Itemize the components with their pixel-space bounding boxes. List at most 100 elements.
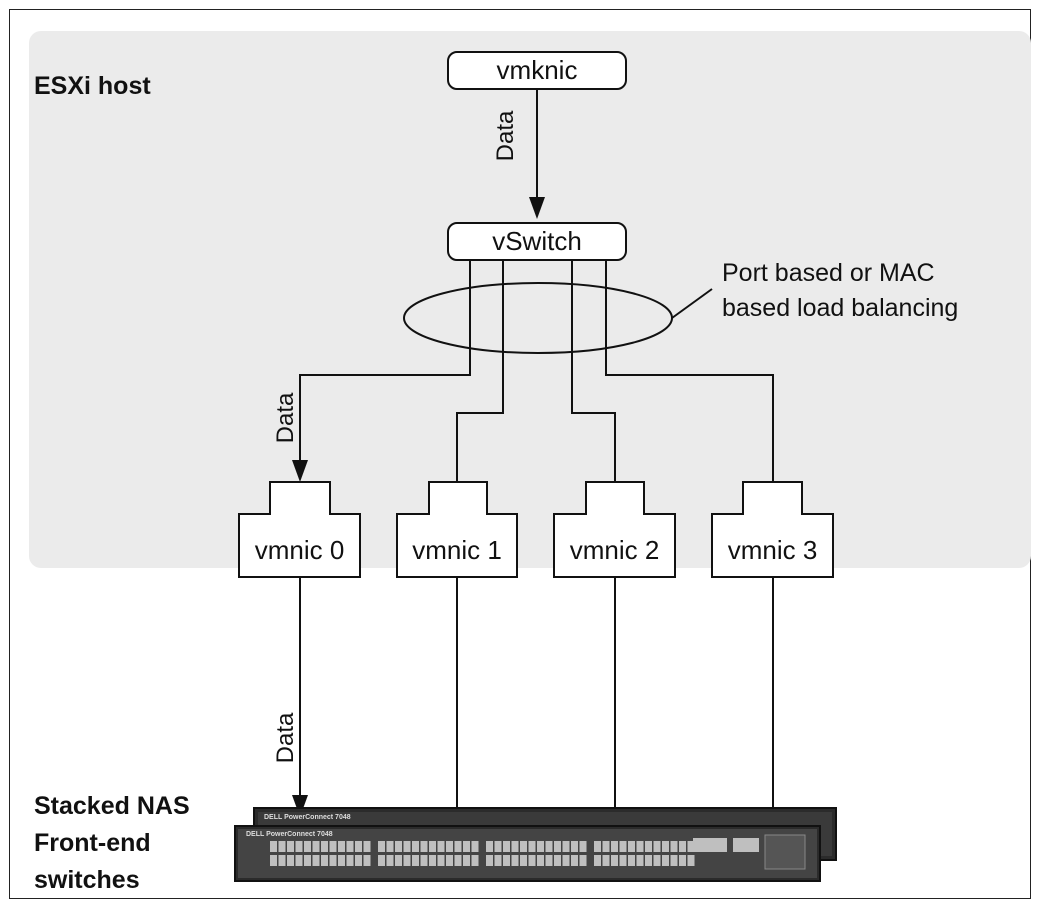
switch-arrowhead bbox=[292, 795, 308, 817]
switch-port bbox=[355, 841, 362, 852]
vmnic-2-adapter bbox=[553, 481, 676, 578]
switch-port bbox=[579, 841, 587, 852]
switch-port bbox=[395, 855, 402, 866]
switch-port bbox=[503, 841, 510, 852]
switch-port bbox=[511, 855, 519, 866]
switch-port bbox=[520, 855, 527, 866]
switch-port bbox=[346, 855, 354, 866]
switch-port bbox=[571, 855, 578, 866]
load-balancing-note-line1: Port based or MAC bbox=[722, 259, 935, 287]
switch-port bbox=[554, 841, 561, 852]
switches-label-line1: Stacked NAS bbox=[34, 792, 190, 820]
switch-port bbox=[602, 855, 610, 866]
switch-port bbox=[355, 855, 362, 866]
esxi-host-label: ESXi host bbox=[34, 72, 151, 100]
switch-port bbox=[579, 855, 587, 866]
switch-port bbox=[378, 841, 385, 852]
switch-port bbox=[653, 841, 661, 852]
switch-port bbox=[295, 841, 303, 852]
switch-port bbox=[295, 855, 303, 866]
data-label-vmknic: Data bbox=[492, 110, 519, 162]
switch-port bbox=[270, 841, 277, 852]
switch-port bbox=[554, 855, 561, 866]
switch-port bbox=[562, 841, 570, 852]
switch-port bbox=[420, 841, 428, 852]
switch-port bbox=[562, 855, 570, 866]
switch-port bbox=[403, 855, 411, 866]
vmknic-node: vmknic bbox=[447, 51, 627, 90]
switch-port bbox=[662, 841, 669, 852]
switch-port bbox=[420, 855, 428, 866]
switch-port bbox=[486, 855, 493, 866]
switch-port bbox=[511, 841, 519, 852]
data-label-vmnic0: Data bbox=[272, 392, 299, 444]
switch-port bbox=[270, 855, 277, 866]
switch-port bbox=[653, 855, 661, 866]
switch-port bbox=[619, 855, 627, 866]
switch-port bbox=[503, 855, 510, 866]
switch-port bbox=[403, 841, 411, 852]
switch-port bbox=[429, 841, 436, 852]
switch-port bbox=[287, 855, 294, 866]
switch-port bbox=[494, 841, 502, 852]
vswitch-node: vSwitch bbox=[447, 222, 627, 261]
switch-port bbox=[312, 855, 320, 866]
switch-port bbox=[594, 855, 601, 866]
switch-port bbox=[537, 855, 544, 866]
switch-port bbox=[571, 841, 578, 852]
switch-port bbox=[287, 841, 294, 852]
switch-port bbox=[611, 855, 618, 866]
switch-port bbox=[520, 841, 527, 852]
switch-port-grid bbox=[270, 841, 695, 866]
switch-port bbox=[386, 855, 394, 866]
vswitch-to-vmnic1-wire bbox=[456, 261, 504, 482]
switch-port bbox=[304, 841, 311, 852]
switch-port bbox=[679, 855, 686, 866]
vmnic-1-label: vmnic 1 bbox=[412, 535, 502, 565]
switch-port bbox=[619, 841, 627, 852]
switch-port bbox=[454, 841, 462, 852]
vmnic-0-label: vmnic 0 bbox=[254, 535, 345, 565]
switch-port bbox=[437, 855, 445, 866]
switch-port bbox=[454, 855, 462, 866]
switch-port bbox=[321, 841, 328, 852]
switch-port bbox=[329, 841, 337, 852]
switch-port bbox=[628, 841, 635, 852]
load-balancing-note-line2: based load balancing bbox=[722, 294, 959, 322]
vswitch-to-vmnic3-wire bbox=[605, 261, 774, 482]
switch-port bbox=[429, 855, 436, 866]
switch-port bbox=[329, 855, 337, 866]
vmnic-3-adapter bbox=[711, 481, 834, 578]
vmnic-1-adapter bbox=[396, 481, 518, 578]
vmnic-3-label: vmnic 3 bbox=[727, 535, 818, 565]
switch-port bbox=[278, 841, 286, 852]
switch-port bbox=[545, 841, 553, 852]
esxi-host-region bbox=[29, 31, 1031, 568]
switch-port bbox=[446, 855, 453, 866]
switch-port bbox=[645, 855, 652, 866]
vmnic0-arrowhead bbox=[292, 460, 308, 482]
switch-port bbox=[312, 841, 320, 852]
vswitch-to-vmnic2-wire bbox=[571, 261, 616, 482]
switch-port bbox=[471, 855, 479, 866]
switch-port bbox=[611, 841, 618, 852]
switch-port bbox=[412, 841, 419, 852]
switch-port bbox=[602, 841, 610, 852]
switch-port bbox=[304, 855, 311, 866]
switch-port bbox=[636, 841, 644, 852]
switch-port bbox=[628, 855, 635, 866]
switch-port bbox=[687, 841, 695, 852]
data-label-switch: Data bbox=[272, 712, 299, 764]
switch-port bbox=[662, 855, 669, 866]
vmnic-0-adapter bbox=[238, 481, 361, 578]
switch-port bbox=[321, 855, 328, 866]
switch-port bbox=[537, 841, 544, 852]
load-balancing-callout-line bbox=[671, 288, 713, 319]
rear-switch-brand: DELL PowerConnect 7048 bbox=[264, 814, 351, 821]
switch-port bbox=[338, 841, 345, 852]
switch-port bbox=[471, 841, 479, 852]
front-switch bbox=[234, 825, 821, 882]
vmnic-2-label: vmnic 2 bbox=[569, 535, 660, 565]
switch-port bbox=[528, 855, 536, 866]
